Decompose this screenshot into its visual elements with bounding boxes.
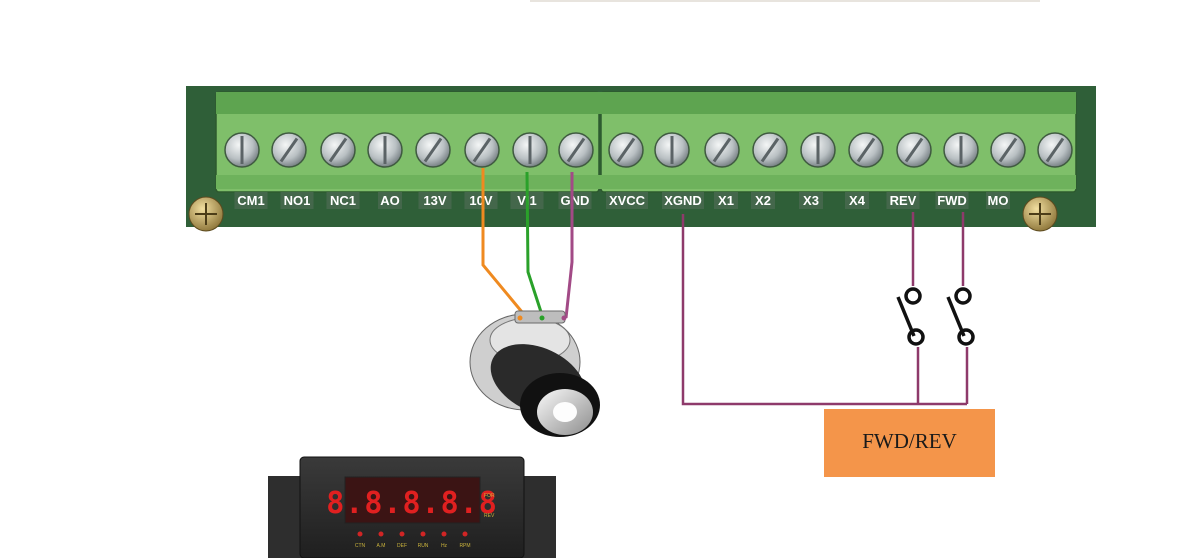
indicator-led (378, 531, 384, 537)
terminal-label-no1: NO1 (284, 193, 311, 208)
indicator-label: A.M (377, 543, 386, 549)
terminal-label-rev: REV (890, 193, 917, 208)
terminal-label-plate (751, 192, 775, 209)
indicator-label: RUN (418, 543, 429, 549)
indicator-led (357, 531, 363, 537)
terminal-screw (608, 132, 644, 168)
terminal-screw (224, 132, 260, 168)
terminal-label-plate (714, 192, 738, 209)
terminal-label-plate (606, 192, 648, 209)
indicator-label: Hz (441, 543, 448, 549)
indicator-led (420, 531, 426, 537)
potentiometer-wires (481, 168, 574, 319)
fwdrev-box: FWD/REV (824, 409, 995, 477)
indicator-led (441, 531, 447, 537)
terminal-screw (558, 132, 594, 168)
mount-screw-left (188, 196, 224, 232)
terminal-screw (752, 132, 788, 168)
wire-xgnd (681, 214, 967, 406)
terminal-label-x1: X1 (718, 193, 734, 208)
keypad-display: 8.8.8.8.8 (326, 486, 498, 521)
terminal-screw (990, 132, 1026, 168)
terminal-screw (512, 132, 548, 168)
indicator-label: RPM (459, 543, 470, 549)
indicator-led (462, 531, 468, 537)
keypad-unit: 8.8.8.8.8 FOR REV CTN A.M DEF RUN Hz RPM (268, 456, 556, 558)
terminal-screw (464, 132, 500, 168)
terminal-screw (896, 132, 932, 168)
terminal-label-plate (418, 192, 452, 209)
terminal-screw (654, 132, 690, 168)
terminal-screw (1037, 132, 1073, 168)
terminal-label-plate (464, 192, 498, 209)
terminal-label-plate (378, 192, 402, 209)
terminal-screw (320, 132, 356, 168)
terminal-block-top-ridge (216, 92, 1076, 114)
keypad-rev-label: REV (484, 513, 495, 519)
terminal-screw (848, 132, 884, 168)
indicator-label: DEF (397, 543, 407, 549)
wire-10v (481, 168, 524, 313)
terminal-label-xgnd: XGND (664, 193, 702, 208)
fwdrev-label: FWD/REV (862, 429, 957, 453)
terminal-label-nc1: NC1 (330, 193, 356, 208)
terminal-label-mo: MO (988, 193, 1009, 208)
indicator-led (399, 531, 405, 537)
terminal-screw (367, 132, 403, 168)
terminal-label-13v: 13V (423, 193, 446, 208)
terminal-label-plate (986, 192, 1010, 209)
mount-screw-right (1022, 196, 1058, 232)
terminal-label-plate (886, 192, 920, 209)
terminal-screw (704, 132, 740, 168)
terminal-label-plate (326, 192, 360, 209)
terminal-block-bottom-ridge (216, 175, 1076, 189)
terminal-label-plate (799, 192, 823, 209)
terminal-screw (800, 132, 836, 168)
terminal-screw (415, 132, 451, 168)
terminal-label-ao: AO (380, 193, 400, 208)
indicator-label: CTN (355, 543, 366, 549)
terminal-label-plate (280, 192, 314, 209)
switch-fwd-icon (946, 287, 975, 346)
terminal-screw (943, 132, 979, 168)
terminal-label-x3: X3 (803, 193, 819, 208)
terminal-label-10v: 10V (469, 193, 492, 208)
terminal-label-plate (234, 192, 268, 209)
terminal-label-x4: X4 (849, 193, 866, 208)
wire-gnd (564, 172, 574, 319)
keypad-indicators: CTN A.M DEF RUN Hz RPM (355, 531, 471, 549)
switch-wires (681, 212, 969, 406)
terminal-label-fwd: FWD (937, 193, 967, 208)
keypad-for-label: FOR (484, 493, 495, 499)
terminal-label-xvcc: XVCC (609, 193, 646, 208)
terminal-label-plate (662, 192, 704, 209)
terminal-label-cm1: CM1 (237, 193, 264, 208)
terminal-label-x2: X2 (755, 193, 771, 208)
terminal-label-plate (558, 192, 592, 209)
potentiometer-icon (469, 310, 600, 437)
wire-vi1 (525, 171, 544, 316)
terminal-label-plate (845, 192, 869, 209)
terminal-screw (271, 132, 307, 168)
terminal-screws (224, 132, 1073, 168)
switch-rev-icon (896, 287, 925, 346)
terminal-label-plate (935, 192, 969, 209)
terminal-label-gnd: GND (561, 193, 590, 208)
